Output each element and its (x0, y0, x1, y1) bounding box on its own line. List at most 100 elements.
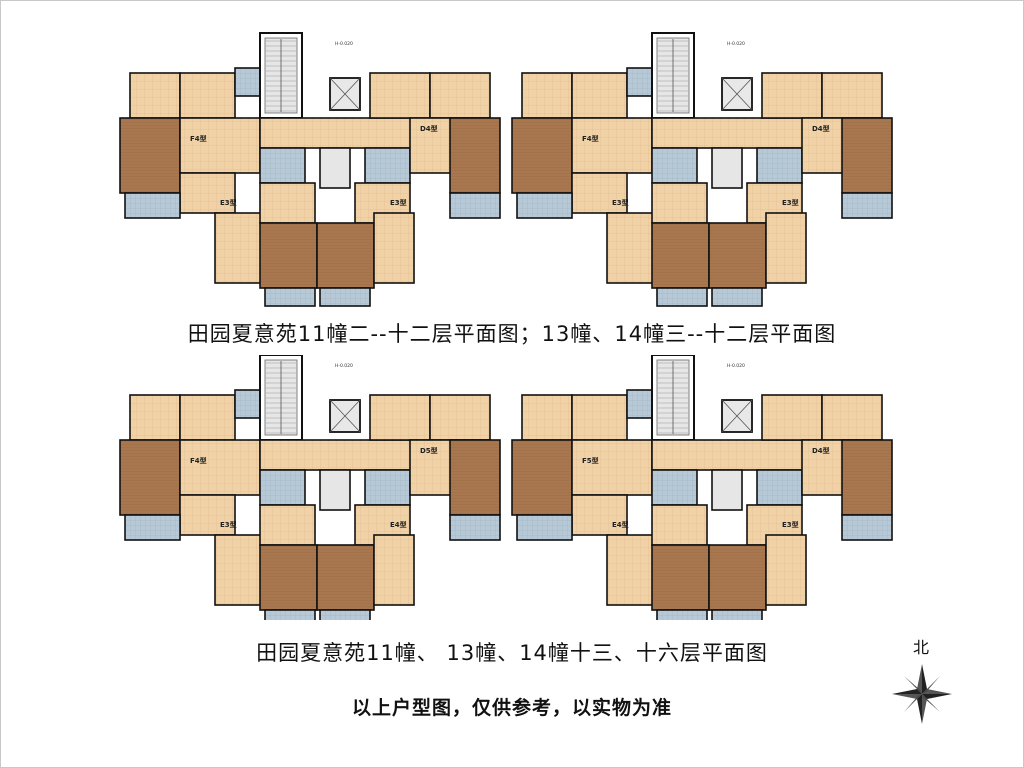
upper-right-room-kitchen-c (606, 212, 658, 284)
upper-right-room-bath-a (626, 67, 656, 97)
lower-left-room-bedroom-c (259, 544, 318, 611)
lower-right-elevation-note: H-0.020 (727, 363, 745, 369)
upper-right-room-study-r (761, 72, 823, 119)
lower-left-room-bath-c (259, 469, 306, 506)
upper-left-label-e3a: E3型 (220, 198, 237, 207)
lower-left-room-kitchen-c (214, 534, 266, 606)
lower-right-room-balcony-c (656, 609, 708, 620)
upper-right-room-living-a (571, 72, 628, 119)
upper-left-room-living-r (429, 72, 491, 119)
lower-left-room-shaft (319, 469, 351, 511)
upper-left-room-living-a (179, 72, 236, 119)
upper-right-room-study (521, 72, 573, 119)
lower-left-room-bath-a (234, 389, 264, 419)
caption-upper: 田园夏意苑11幢二--十二层平面图；13幢、14幢三--十二层平面图 (187, 322, 837, 346)
lower-right-room-bath-a (626, 389, 656, 419)
upper-right-room-bedroom-r (841, 117, 893, 194)
lower-left-room-bedroom-a (119, 439, 181, 516)
lower-left-stairwell (259, 355, 303, 441)
lower-right-stairwell (651, 355, 695, 441)
lower-left-room-living-r (429, 394, 491, 441)
lower-right-room-kitchen-c (606, 534, 658, 606)
lower-right-room-bath-c (651, 469, 698, 506)
upper-left-label-d4: D4型 (420, 124, 438, 133)
upper-left-stairwell (259, 32, 303, 119)
lower-left-room-balcony-d (319, 609, 371, 620)
lower-left-room-study (129, 394, 181, 441)
lower-left-label-f4: F4型 (190, 456, 207, 465)
lower-right-room-dining-a (571, 494, 628, 536)
upper-left-elevator (329, 77, 361, 111)
upper-right-room-shaft (711, 147, 743, 189)
upper-right-room-hall-a (571, 117, 653, 174)
upper-right-room-bedroom-c (651, 222, 710, 289)
upper-left-label-e3b: E3型 (390, 198, 407, 207)
upper-left-room-dining-a (179, 172, 236, 214)
lower-left-room-balcony-r (449, 514, 501, 541)
upper-right-elevation-note: H-0.020 (727, 41, 745, 47)
lower-left-room-kitchen-d (373, 534, 415, 606)
lower-right-room-shaft (711, 469, 743, 511)
upper-right-room-dining-a (571, 172, 628, 214)
lower-left-elevation-note: H-0.020 (335, 363, 353, 369)
lower-right-room-bath-d (756, 469, 803, 506)
lower-left-room-living-c (259, 504, 316, 546)
lower-left-room-bath-d (364, 469, 411, 506)
upper-right-label-d4: D4型 (812, 124, 830, 133)
disclaimer-notice: 以上户型图，仅供参考，以实物为准 (351, 697, 672, 719)
upper-right-room-living-c (651, 182, 708, 224)
upper-left-room-study-r (369, 72, 431, 119)
lower-right-room-living-c (651, 504, 708, 546)
upper-left-room-balcony-c (264, 287, 316, 307)
lower-right-label-e3b: E3型 (782, 520, 799, 529)
upper-left-room-study (129, 72, 181, 119)
upper-left-room-kitchen-c (214, 212, 266, 284)
upper-right-room-balcony-r (841, 192, 893, 219)
upper-right-stairwell (651, 32, 695, 119)
lower-right-room-kitchen-d (765, 534, 807, 606)
lower-left-room-living-a (179, 394, 236, 441)
upper-left-room-living-c (259, 182, 316, 224)
lower-right-room-balcony-r (841, 514, 893, 541)
lower-right-room-bedroom-d (708, 544, 767, 611)
upper-right-room-bedroom-d (708, 222, 767, 289)
upper-left-room-balcony-d (319, 287, 371, 307)
caption-lower: 田园夏意苑11幢、 13幢、14幢十三、十六层平面图 (256, 641, 768, 665)
lower-left-room-hall-a (179, 439, 261, 496)
upper-left-room-balcony-r (449, 192, 501, 219)
upper-right-room-bedroom-a (511, 117, 573, 194)
lower-right-room-balcony-a (516, 514, 573, 541)
lower-left-label-d4: D5型 (420, 446, 438, 455)
lower-right-room-bedroom-c (651, 544, 710, 611)
upper-left-room-bath-d (364, 147, 411, 184)
lower-left-room-balcony-c (264, 609, 316, 620)
upper-right-room-balcony-a (516, 192, 573, 219)
lower-right-room-bedroom-a (511, 439, 573, 516)
upper-left-label-f4: F4型 (190, 134, 207, 143)
lower-left-elevator (329, 399, 361, 433)
upper-right-label-e3a: E3型 (612, 198, 629, 207)
upper-left-room-bath-a (234, 67, 264, 97)
lower-left-room-bedroom-d (316, 544, 375, 611)
lower-right-room-living-r (821, 394, 883, 441)
upper-left-room-shaft (319, 147, 351, 189)
upper-right-room-bath-c (651, 147, 698, 184)
lower-right-label-d4: D4型 (812, 446, 830, 455)
upper-left-room-hall-a (179, 117, 261, 174)
upper-left-room-balcony-a (124, 192, 181, 219)
lower-right-elevator (721, 399, 753, 433)
lower-left-label-e3a: E3型 (220, 520, 237, 529)
lower-right-room-hall-a (571, 439, 653, 496)
lower-left-room-study-r (369, 394, 431, 441)
upper-right-label-e3b: E3型 (782, 198, 799, 207)
upper-left-room-bedroom-c (259, 222, 318, 289)
upper-left-elevation-note: H-0.020 (335, 41, 353, 47)
upper-right-room-living-r (821, 72, 883, 119)
